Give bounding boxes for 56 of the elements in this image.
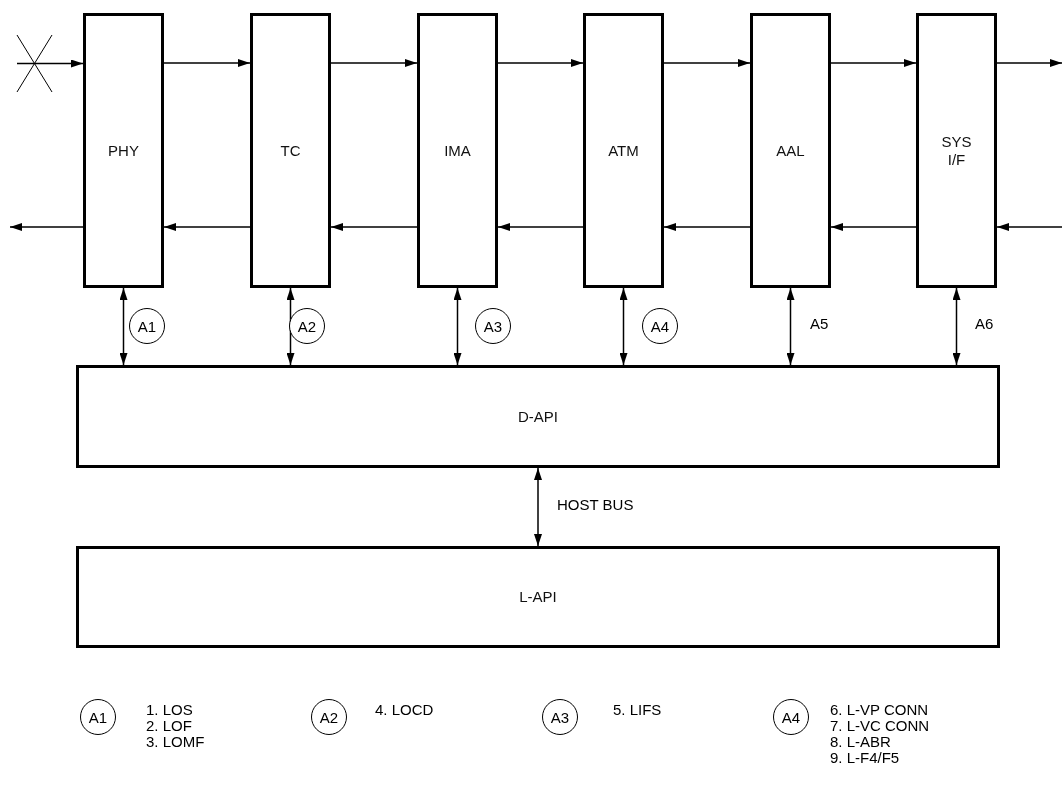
arrow — [534, 467, 542, 547]
alarm-list-item: 5. LIFS — [613, 702, 662, 718]
block-label: TC — [279, 141, 302, 160]
alarm-list-item: 6. L-VP CONN — [830, 702, 929, 718]
callout-number: A3 — [542, 699, 578, 735]
arrow — [663, 59, 751, 67]
interface-label: A6 — [975, 316, 994, 332]
block-label: SYS I/F — [940, 133, 973, 168]
block-label: L-API — [519, 588, 557, 606]
block-label: IMA — [443, 141, 472, 160]
callout-number: A2 — [289, 308, 325, 344]
layer-box — [76, 365, 1000, 468]
callout-number: A4 — [642, 308, 678, 344]
block-label: ATM — [607, 141, 640, 160]
arrow — [952, 287, 961, 366]
arrow — [663, 223, 751, 231]
alarm-list-item: 8. L-ABR — [830, 734, 891, 750]
block-box — [916, 13, 997, 288]
callout-number: A2 — [311, 699, 347, 735]
arrow — [163, 223, 251, 231]
alarm-list-item: 7. L-VC CONN — [830, 718, 930, 734]
arrow — [16, 59, 84, 68]
block-box — [750, 13, 831, 288]
alarm-list-item: 3. LOMF — [146, 734, 205, 750]
alarm-list-item: 4. LOCD — [375, 702, 434, 718]
arrow — [119, 287, 128, 366]
arrow — [996, 223, 1062, 231]
arrow — [453, 287, 462, 366]
alarm-list-item: 1. LOS — [146, 702, 193, 718]
arrow — [786, 287, 795, 366]
arrow — [619, 287, 628, 366]
block-box — [583, 13, 664, 288]
cross-mark — [17, 35, 52, 92]
block-label: D-API — [518, 407, 558, 426]
arrow — [996, 59, 1062, 67]
arrow — [163, 59, 251, 67]
interface-label: A5 — [810, 316, 829, 332]
arrow — [830, 223, 917, 231]
callout-number: A1 — [129, 308, 165, 344]
arrow — [9, 223, 84, 231]
alarm-list-item: 9. L-F4/F5 — [830, 750, 900, 766]
arrow — [330, 59, 418, 67]
block-box — [417, 13, 498, 288]
alarm-list-item: 2. LOF — [146, 718, 192, 734]
layer-box — [76, 546, 1000, 648]
arrow — [497, 223, 584, 231]
callout-number: A3 — [475, 308, 511, 344]
block-label: AAL — [775, 141, 806, 160]
arrow — [497, 59, 584, 67]
block-label: PHY — [107, 141, 140, 160]
callout-number: A4 — [773, 699, 809, 735]
arrow — [330, 223, 418, 231]
block-box — [83, 13, 164, 288]
block-box — [250, 13, 331, 288]
callout-number: A1 — [80, 699, 116, 735]
arrow — [830, 59, 917, 67]
